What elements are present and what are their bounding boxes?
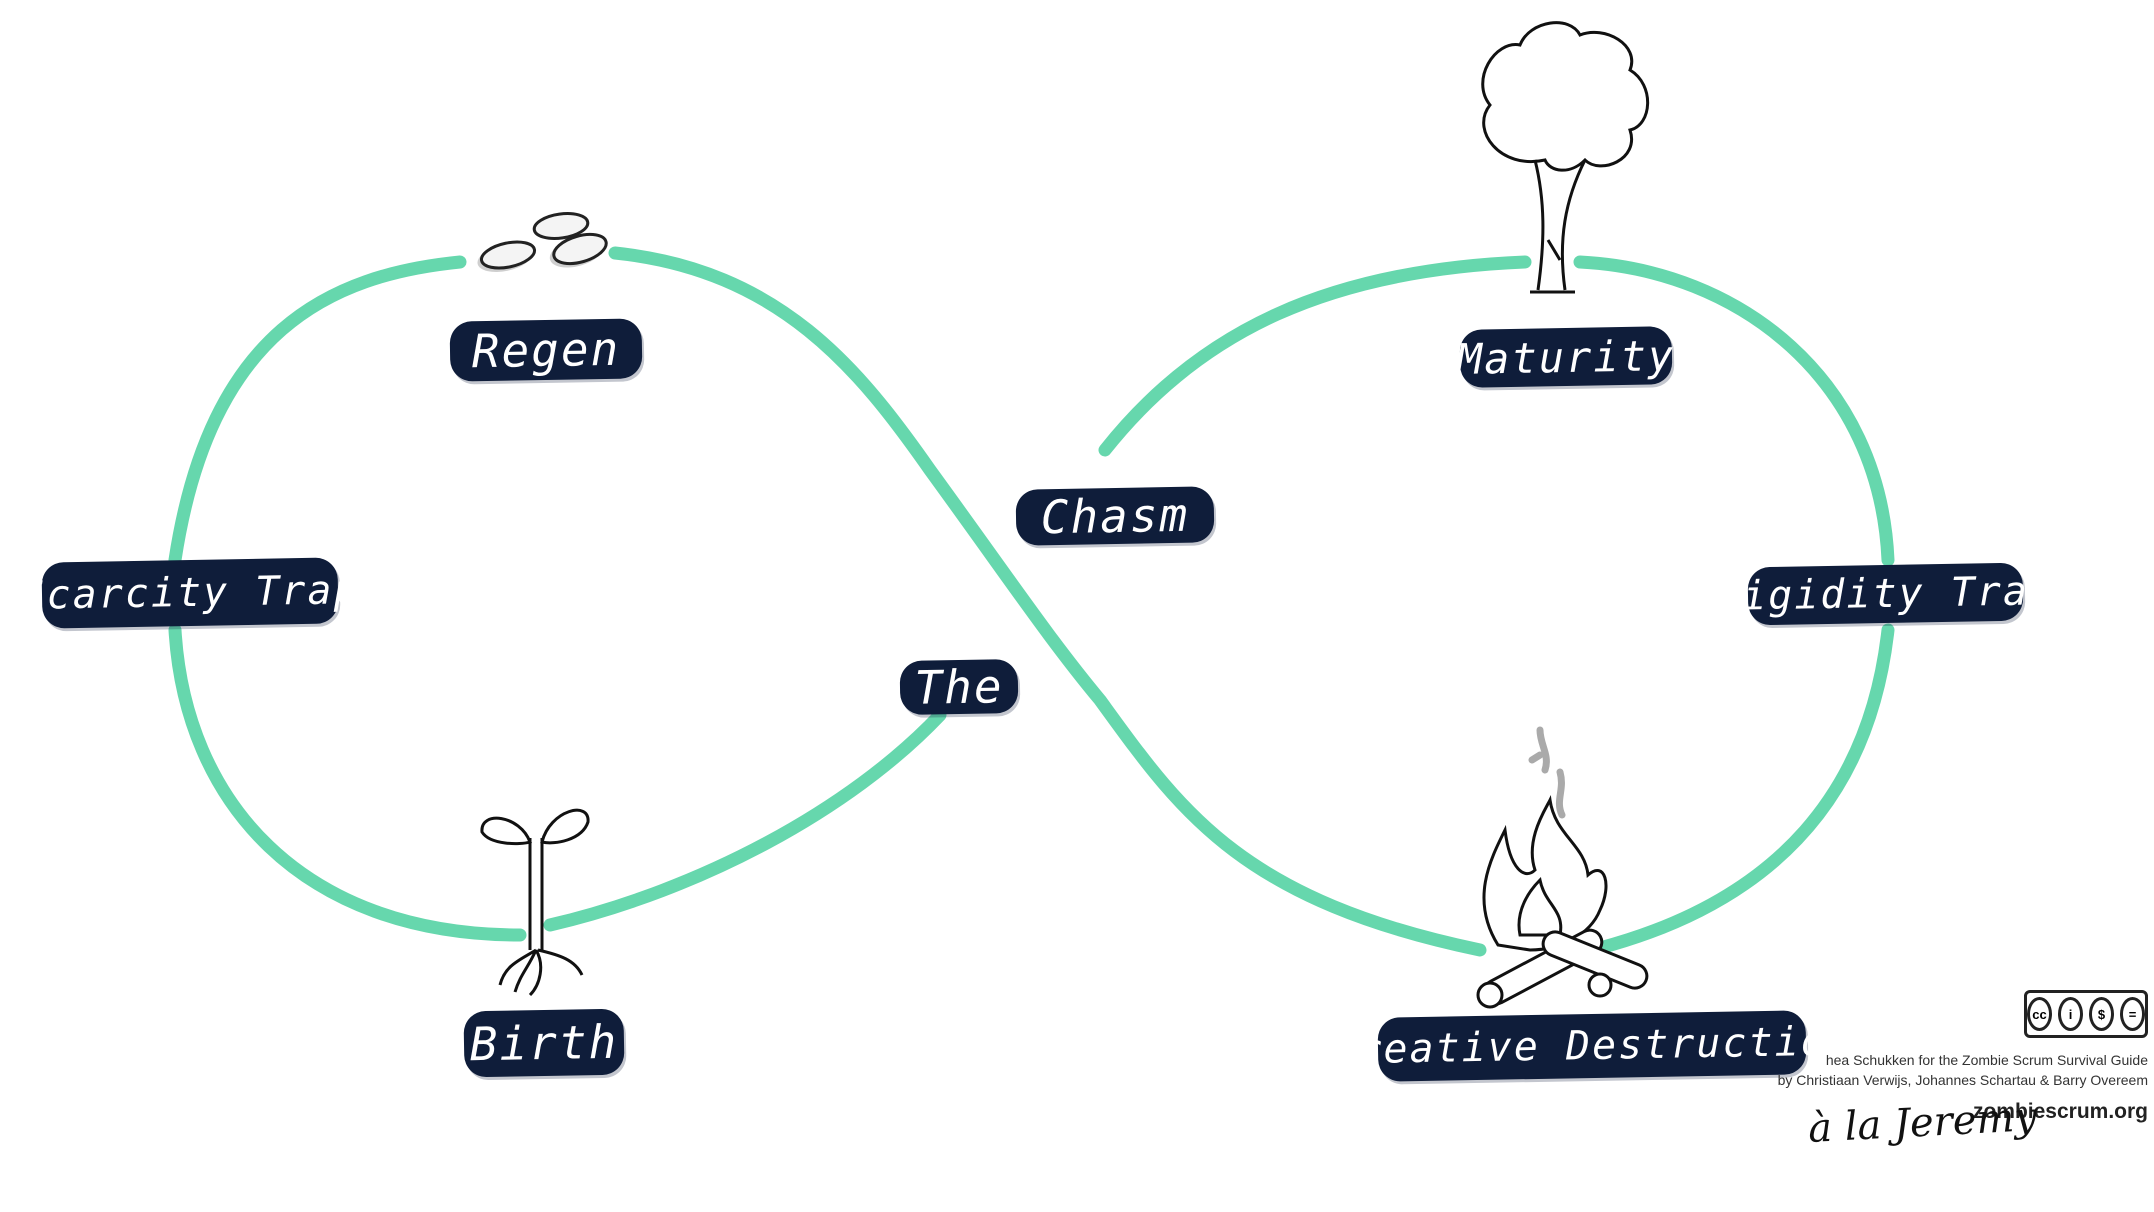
label-rigidity-trap: Rigidity Trap [1716, 562, 2055, 626]
label-maturity: Maturity [1456, 326, 1676, 388]
loop-segment-top-left-to-crossing [608, 246, 1487, 957]
loop-segment-bottom-left-to-the [543, 708, 947, 932]
credits-line-1: hea Schukken for the Zombie Scrum Surviv… [1825, 1052, 2148, 1068]
campfire-icon [1476, 726, 1649, 1009]
credits: hea Schukken for the Zombie Scrum Surviv… [1708, 1050, 2148, 1124]
label-scarcity-trap: Scarcity Trap [20, 557, 360, 629]
loop-segment-left-top [168, 255, 467, 567]
label-birth: Birth [463, 1008, 625, 1078]
credits-line-2: by Christiaan Verwijs, Johannes Schartau… [1777, 1072, 2148, 1088]
label-the: The [899, 658, 1019, 716]
loop-segment-right-bottom [1593, 623, 1895, 955]
label-regen: Regen [449, 318, 643, 382]
infinity-loop [168, 246, 1895, 957]
loop-segment-chasm-to-maturity [1098, 255, 1532, 457]
loop-segment-left-bottom [168, 623, 527, 942]
loop-segment-right-top [1573, 255, 1895, 567]
label-chasm: Chasm [1015, 486, 1215, 546]
tree-icon [1481, 21, 1650, 294]
seeds-icon [477, 212, 608, 272]
credits-site: zombiescrum.org [1972, 1100, 2148, 1123]
sprout-icon [480, 808, 590, 997]
